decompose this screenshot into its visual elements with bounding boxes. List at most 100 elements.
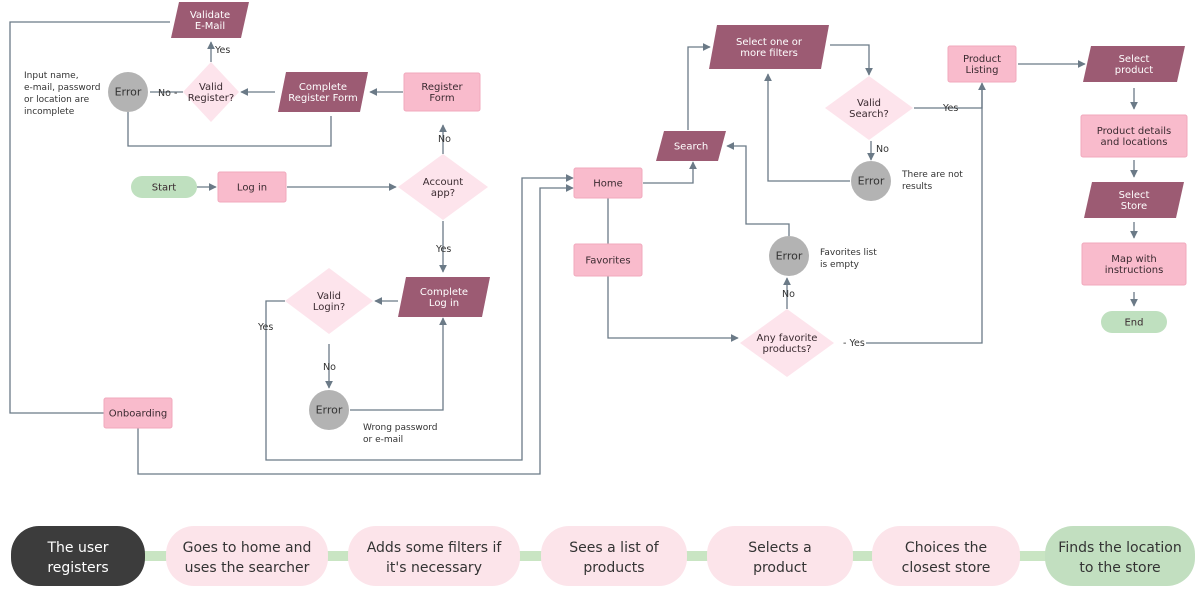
select-product-label-2: product <box>1115 65 1154 76</box>
product-listing-label-2: Listing <box>966 65 999 76</box>
valid-login-label-2: Login? <box>313 302 345 313</box>
edge-error-login-to-complete <box>350 317 447 411</box>
journey-step-4: Sees a list of products <box>541 526 687 586</box>
journey-step-2-pill <box>166 526 328 586</box>
select-store-label-1: Select <box>1119 190 1150 201</box>
validate-email-label-1: Validate <box>190 10 230 21</box>
product-details-box <box>1080 114 1188 158</box>
journey-step-7-text-1: Finds the location <box>1058 540 1181 556</box>
edge-home-to-search <box>643 161 697 184</box>
edge-valid-login-yes-to-home <box>265 174 574 461</box>
journey-step-4-text-2: products <box>583 560 644 576</box>
error-search-circle <box>851 161 891 201</box>
journey-step-6-pill <box>872 526 1020 586</box>
note-search-text-1: There are not <box>901 170 963 180</box>
journey-step-1-text-2: registers <box>47 560 108 576</box>
journey-step-5-text-1: Selects a <box>748 540 812 556</box>
onboarding-box <box>103 397 173 429</box>
complete-log-in-label-2: Log in <box>429 298 459 309</box>
journey-step-6: Choices the closest store <box>872 526 1020 586</box>
end-pill <box>1101 311 1167 333</box>
error-favorites-circle <box>769 236 809 276</box>
note-register-text-3: or location are <box>24 95 90 105</box>
valid-register-diamond <box>183 62 239 122</box>
end: End <box>1101 311 1167 333</box>
edge-error-favorites-to-search <box>726 142 790 236</box>
note-register-text-2: e-mail, password <box>24 83 101 93</box>
log-in-box <box>217 171 287 203</box>
validate-email-shape <box>171 2 249 38</box>
favorites-label-1: Favorites <box>585 256 630 267</box>
search: Search <box>656 131 726 161</box>
edge-label-yes-favorite: - Yes <box>843 338 865 349</box>
favorites-box <box>573 243 643 277</box>
end-label-1: End <box>1124 318 1143 329</box>
select-filters-label-1: Select one or <box>736 37 803 48</box>
log-in-label-1: Log in <box>237 183 267 194</box>
error-register: Error <box>108 72 148 112</box>
product-details-label-1: Product details <box>1097 126 1171 137</box>
select-store-shape <box>1084 182 1184 218</box>
map-instructions-box <box>1081 242 1187 286</box>
select-filters-label-2: more filters <box>740 48 798 59</box>
search-label-1: Search <box>674 142 708 153</box>
error-favorites: Error <box>769 236 809 276</box>
journey-step-3-text-1: Adds some filters if <box>367 540 503 556</box>
journey-step-7-text-2: to the store <box>1079 560 1160 576</box>
error-register-circle <box>108 72 148 112</box>
valid-search-diamond <box>825 76 913 140</box>
validate-email-label-2: E-Mail <box>195 21 225 32</box>
any-favorite-label-1: Any favorite <box>757 333 818 344</box>
account-app-diamond <box>398 154 488 220</box>
register-form-label-1: Register <box>421 82 463 93</box>
product-details-label-2: and locations <box>1101 137 1168 148</box>
error-register-label-1: Error <box>115 86 142 99</box>
onboarding-label-1: Onboarding <box>109 409 168 420</box>
journey-step-6-text-1: Choices the <box>905 540 987 556</box>
register-form-box <box>403 72 481 112</box>
edge-any-favorite-yes-to-listing <box>866 85 983 344</box>
note-register-text-4: incomplete <box>24 107 75 117</box>
journey-step-6-text-2: closest store <box>902 560 991 576</box>
journey-step-4-text-1: Sees a list of <box>569 540 659 556</box>
edge-label-no-favorite: No <box>782 289 795 300</box>
start-label-1: Start <box>152 183 177 194</box>
edge-error-register-loop <box>127 112 332 147</box>
journey-step-1-pill <box>11 526 145 586</box>
register-form-label-2: Form <box>429 93 454 104</box>
favorites: Favorites <box>573 243 643 277</box>
error-search: Error <box>851 161 891 201</box>
journey-step-5-pill <box>707 526 853 586</box>
home-label-1: Home <box>593 179 623 190</box>
select-store-label-2: Store <box>1121 201 1147 212</box>
note-search: There are not results <box>901 170 963 192</box>
note-register-text-1: Input name, <box>24 71 79 81</box>
journey-step-3-text-2: it's necessary <box>386 560 482 576</box>
note-search-text-2: results <box>902 182 932 192</box>
error-login-label-1: Error <box>316 404 343 417</box>
complete-log-in-label-1: Complete <box>420 287 468 298</box>
edge-label-no-register: No - <box>158 88 177 99</box>
select-product-label-1: Select <box>1119 54 1150 65</box>
note-register: Input name, e-mail, password or location a… <box>24 71 101 117</box>
error-search-label-1: Error <box>858 175 885 188</box>
valid-login-label-1: Valid <box>317 291 341 302</box>
note-login-text-1: Wrong password <box>363 423 438 433</box>
edge-label-yes-account: Yes <box>435 244 451 255</box>
edge-label-yes-login: Yes <box>257 322 273 333</box>
complete-register-form-shape <box>278 72 368 112</box>
log-in: Log in <box>217 171 287 203</box>
